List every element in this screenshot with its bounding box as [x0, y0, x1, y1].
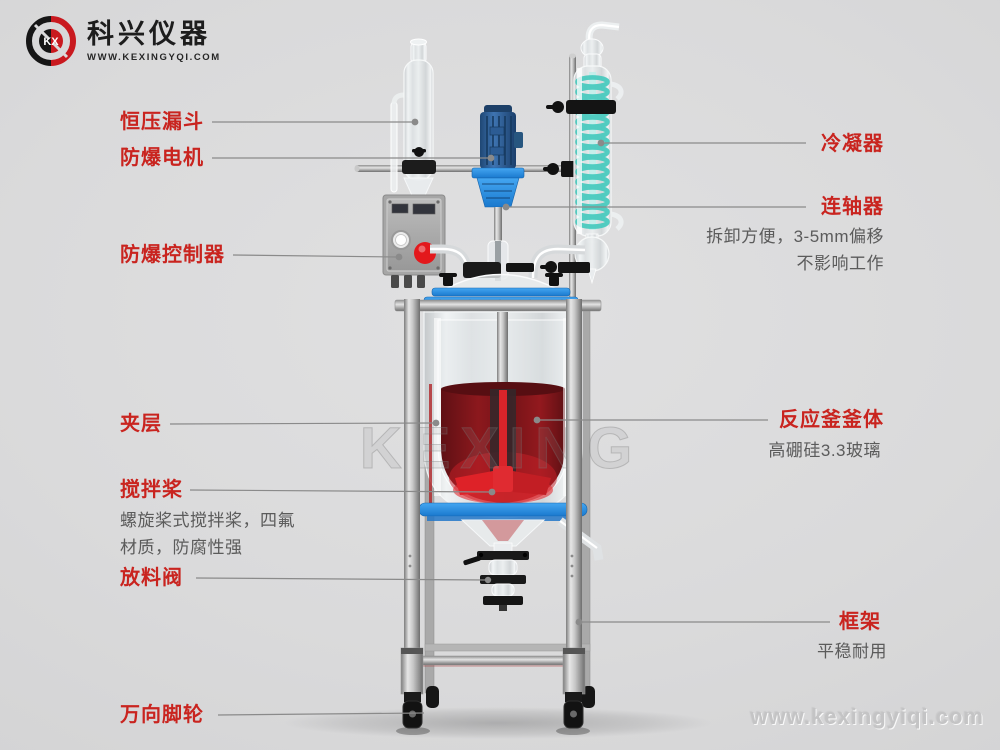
floor-shadow	[283, 707, 713, 739]
vessel-watermark: KEXING	[360, 416, 642, 481]
label-title: 防爆控制器	[120, 244, 225, 266]
frame-top-bar	[394, 299, 602, 312]
label-reactor-body: 反应釜釜体	[779, 407, 884, 433]
label-discharge-valve: 放料阀	[120, 565, 183, 591]
brand-name: 科兴仪器	[87, 19, 211, 49]
label-desc-line: 平稳耐用	[817, 642, 887, 661]
annotation-lines	[169, 121, 830, 716]
label-title: 防爆电机	[120, 147, 204, 169]
label-title: 反应釜釜体	[779, 409, 884, 431]
label-coupling: 连轴器	[821, 194, 884, 220]
label-desc-line: 螺旋桨式搅拌桨，四氟	[120, 511, 295, 530]
frame-front	[400, 299, 586, 695]
caster-wheel	[402, 692, 423, 729]
stirrer-paddle	[455, 466, 551, 495]
label-condenser: 冷凝器	[821, 131, 884, 157]
label-desc-line: 不影响工作	[796, 254, 884, 273]
label-jacket: 夹层	[120, 411, 162, 437]
label-universal-caster: 万向脚轮	[120, 702, 204, 728]
label-coupling-desc: 拆卸方便，3-5mm偏移 不影响工作	[706, 223, 884, 277]
label-title: 恒压漏斗	[120, 111, 204, 133]
explosion-proof-controller	[382, 194, 446, 288]
label-desc-line: 高硼硅3.3玻璃	[768, 441, 881, 460]
bottom-flange-ring	[418, 502, 588, 517]
label-reactor-body-desc: 高硼硅3.3玻璃	[768, 437, 881, 464]
label-title: 搅拌桨	[120, 479, 183, 501]
label-title: 万向脚轮	[120, 704, 204, 726]
jacket-port-line	[429, 384, 432, 506]
label-stirring-paddle-desc: 螺旋桨式搅拌桨，四氟 材质，防腐性强	[120, 507, 295, 561]
label-explosion-proof-motor: 防爆电机	[120, 145, 204, 171]
reactor-vessel: KEXING	[359, 311, 642, 561]
brand-logo: KX 科兴仪器 WWW.KEXINGYQI.COM	[26, 16, 221, 66]
casters	[396, 692, 590, 735]
label-title: 冷凝器	[821, 133, 884, 155]
label-frame: 框架	[839, 609, 881, 635]
site-watermark: www.kexingyiqi.com	[750, 704, 984, 729]
crossbar-upper	[354, 161, 583, 177]
explosion-proof-motor	[471, 105, 525, 281]
caster-wheel	[563, 692, 584, 729]
label-title: 放料阀	[120, 567, 183, 589]
label-title: 夹层	[120, 413, 162, 435]
discharge-valve	[463, 542, 529, 611]
brand-url: WWW.KEXINGYQI.COM	[87, 52, 221, 63]
constant-pressure-funnel	[390, 38, 436, 216]
logo-monogram: KX	[43, 36, 59, 48]
support-rod	[569, 53, 576, 304]
condenser	[540, 21, 624, 285]
label-explosion-proof-controller: 防爆控制器	[120, 242, 225, 268]
label-desc-line: 拆卸方便，3-5mm偏移	[706, 227, 884, 246]
label-desc-line: 材质，防腐性强	[120, 538, 243, 557]
stirrer-shaft	[499, 390, 507, 482]
label-title: 框架	[839, 611, 881, 633]
logo-kx-icon: KX	[26, 16, 76, 66]
label-stirring-paddle: 搅拌桨	[120, 477, 183, 503]
annotation-dots	[395, 118, 605, 626]
label-constant-pressure-funnel: 恒压漏斗	[120, 109, 204, 135]
label-frame-desc: 平稳耐用	[817, 638, 887, 665]
label-title: 连轴器	[821, 196, 884, 218]
